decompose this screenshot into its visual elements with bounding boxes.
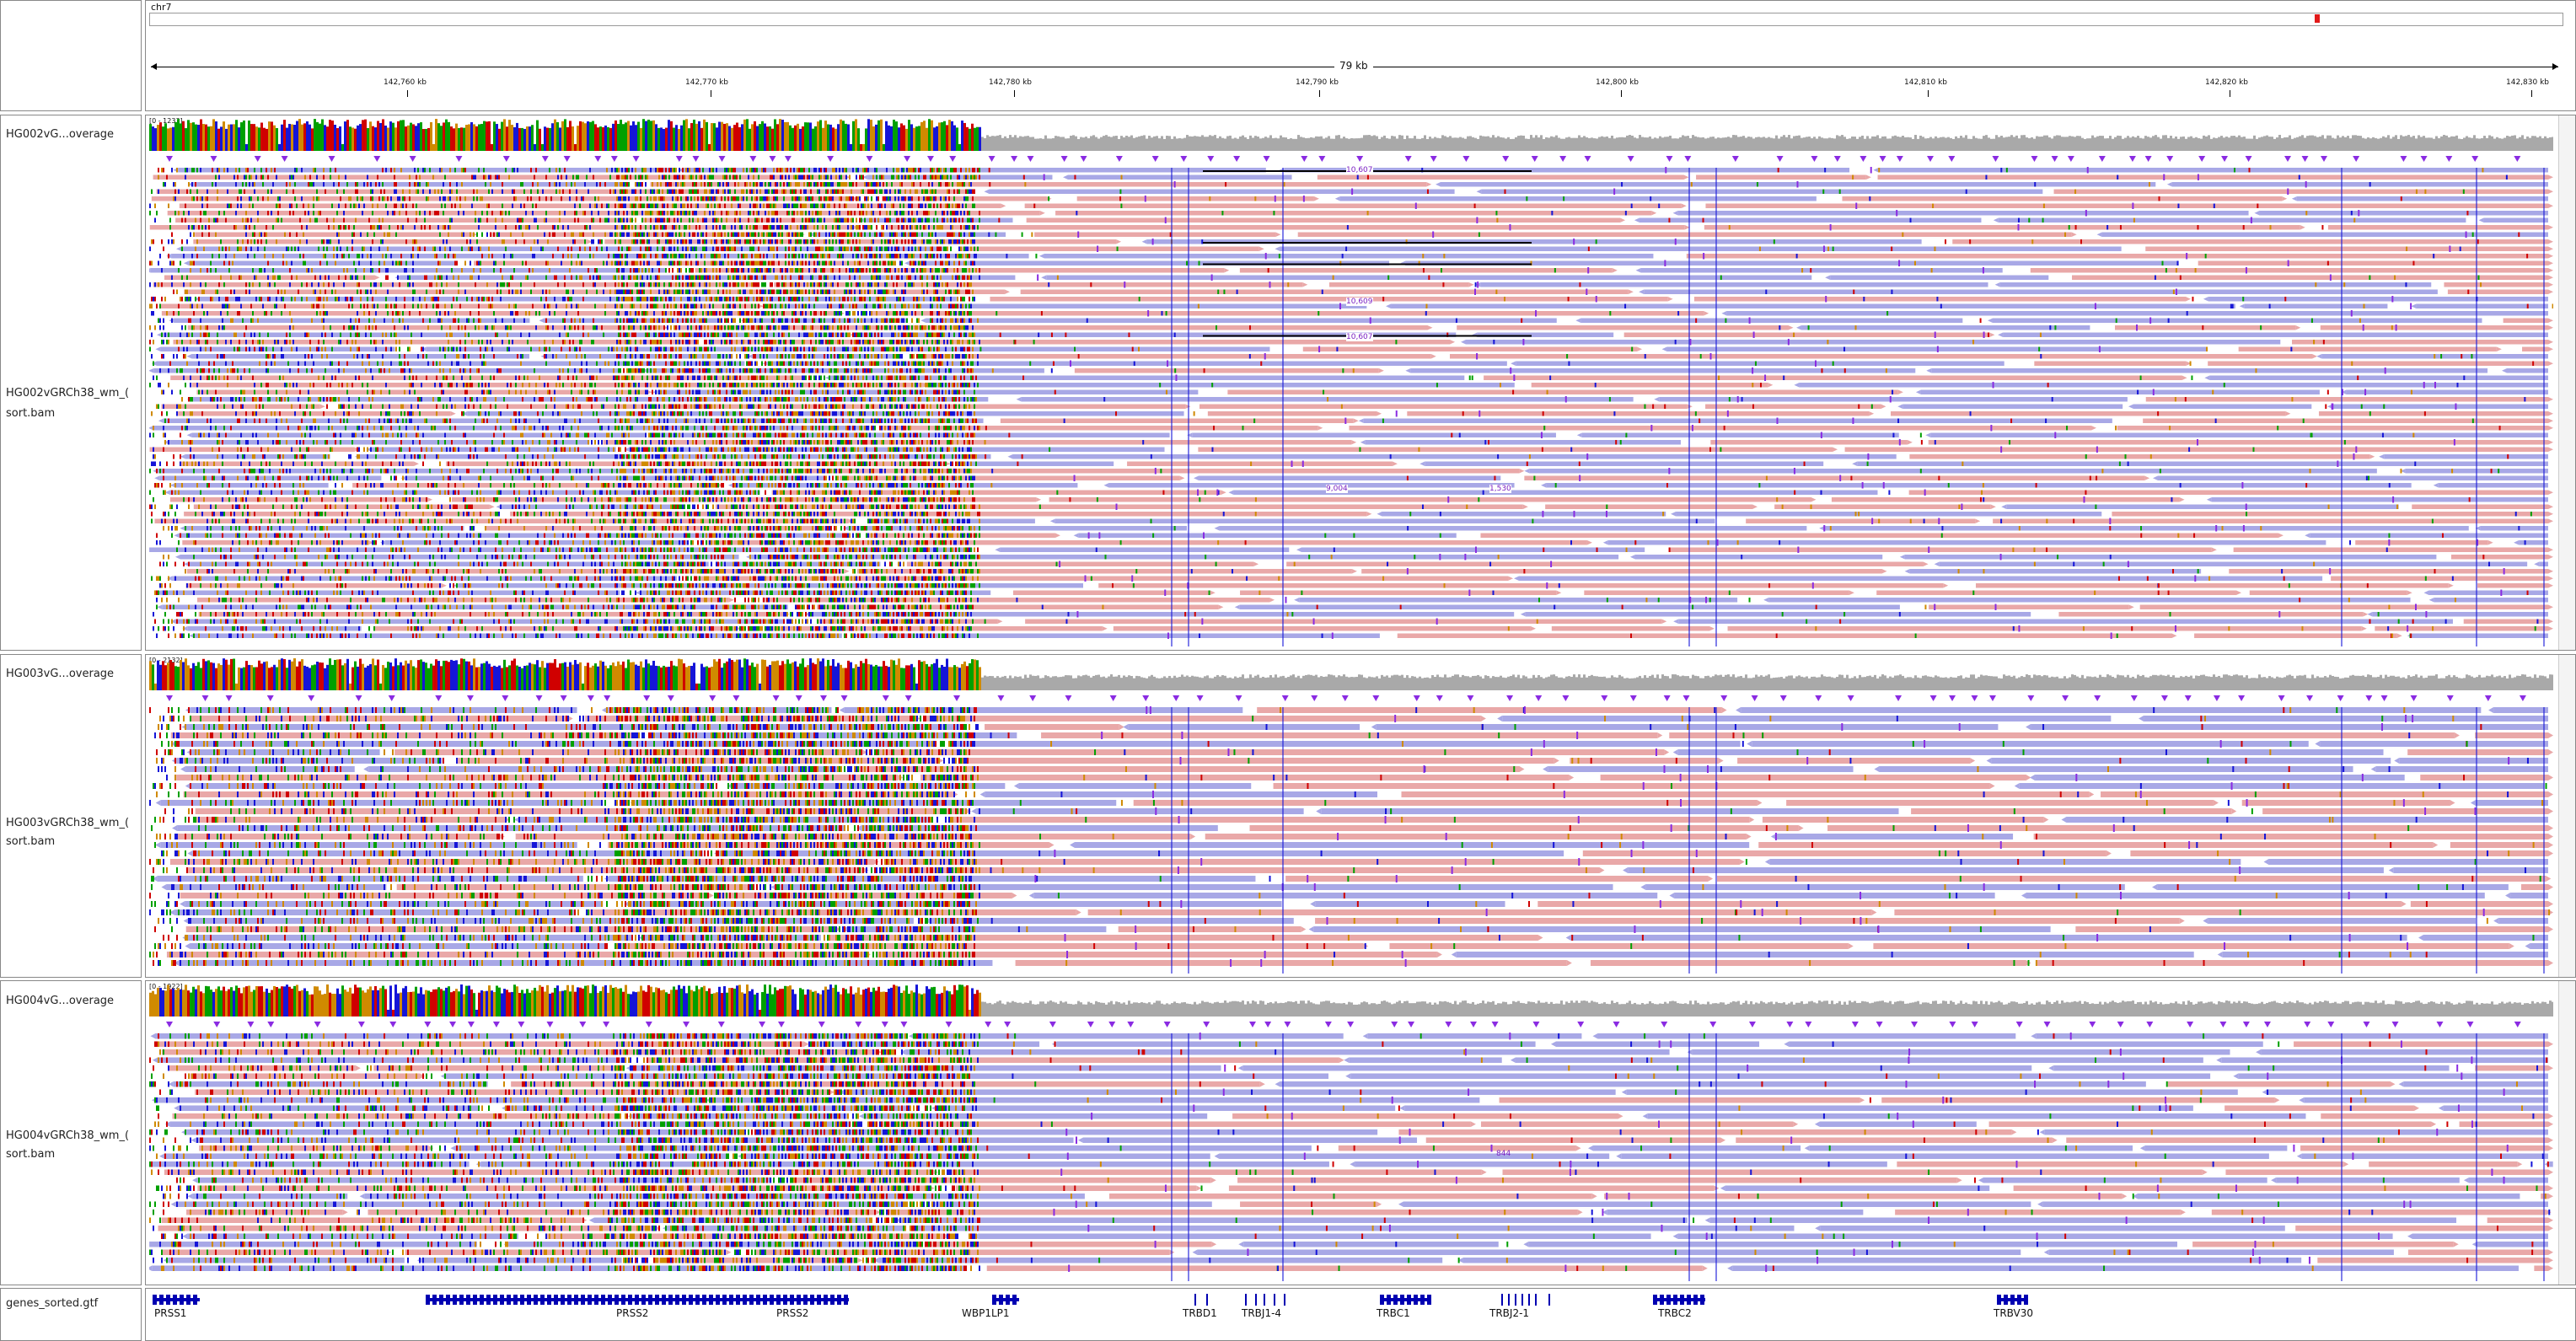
insertion-markers	[166, 156, 2521, 162]
coverage-track-name[interactable]: HG003vG...overage	[6, 668, 114, 680]
coverage-track	[149, 984, 2553, 1016]
gene-label[interactable]: WBP1LP1	[962, 1307, 1010, 1319]
track-name-panel-hg003: HG003vG...overage HG003vGRCh38_wm_( sort…	[0, 654, 142, 978]
gene-label[interactable]: TRBJ1-4	[1242, 1307, 1281, 1319]
tick-label: 142,780 kb	[989, 78, 1032, 87]
tick-label: 142,820 kb	[2205, 78, 2248, 87]
gene-features[interactable]	[149, 1289, 2553, 1314]
tick-label: 142,830 kb	[2506, 78, 2549, 87]
tick-label: 142,810 kb	[1904, 78, 1947, 87]
current-region-marker	[2315, 14, 2320, 23]
scrollbar[interactable]	[2558, 655, 2575, 977]
gene-label[interactable]: TRBC1	[1377, 1307, 1410, 1319]
track-name-panel-hg002: HG002vG...overage HG002vGRCh38_wm_( sort…	[0, 115, 142, 651]
insertion-label: 844	[1496, 1150, 1511, 1158]
tick-label: 142,760 kb	[384, 78, 427, 87]
coverage-range: [0 - 1233]	[149, 117, 183, 125]
alignment-reads	[149, 167, 2553, 646]
data-panel-hg002: [0 - 1233] 10,607 10,609 10,607 9,004 1,…	[145, 115, 2576, 651]
name-panel-header	[0, 0, 142, 111]
gene-label[interactable]: PRSS2	[616, 1307, 648, 1319]
tick-mark	[1014, 90, 1015, 97]
track-name-panel-genes: genes_sorted.gtf	[0, 1288, 142, 1341]
coverage-range: [0 - 2132]	[149, 657, 183, 664]
ruler-panel: chr7 79 kb 142,760 kb 142,770 kb 142,780…	[145, 0, 2576, 111]
insertion-markers	[166, 695, 2526, 701]
data-panel-hg003: [0 - 2132]	[145, 654, 2576, 978]
alignment-canvas[interactable]	[149, 115, 2553, 651]
alignment-track-name-cont: sort.bam	[6, 835, 55, 848]
gene-label[interactable]: TRBV30	[1994, 1307, 2033, 1319]
alignment-track-name-cont: sort.bam	[6, 407, 55, 420]
alignment-canvas[interactable]	[149, 981, 2553, 1285]
tick-label: 142,800 kb	[1596, 78, 1639, 87]
tick-mark	[1319, 90, 1320, 97]
tick-mark	[1621, 90, 1622, 97]
alignment-track-name[interactable]: HG004vGRCh38_wm_(	[6, 1129, 129, 1142]
span-label: 79 kb	[1334, 60, 1373, 72]
ruler-ticks: 142,760 kb 142,770 kb 142,780 kb 142,790…	[146, 75, 2576, 109]
gene-track-panel: PRSS1 PRSS2 PRSS2 WBP1LP1 TRBD1 TRBJ1-4 …	[145, 1288, 2576, 1341]
feature-track-name[interactable]: genes_sorted.gtf	[6, 1297, 98, 1310]
span-arrow-left	[151, 63, 157, 70]
scrollbar[interactable]	[2558, 115, 2575, 650]
gene-label[interactable]: TRBC2	[1658, 1307, 1692, 1319]
span-arrow-right	[2552, 63, 2558, 70]
gene-label[interactable]: TRBD1	[1183, 1307, 1217, 1319]
gene-label[interactable]: PRSS1	[154, 1307, 186, 1319]
tick-label: 142,770 kb	[685, 78, 728, 87]
coverage-track-name[interactable]: HG002vG...overage	[6, 128, 114, 141]
data-panel-hg004: [0 - 1922] 844	[145, 980, 2576, 1285]
alignment-track-name-cont: sort.bam	[6, 1148, 55, 1161]
chromosome-label: chr7	[151, 2, 172, 13]
insertion-label: 10,607	[1346, 166, 1373, 174]
alignment-reads	[149, 706, 2553, 974]
insertion-label: 1,530	[1489, 485, 1511, 493]
track-name-panel-hg004: HG004vG...overage HG004vGRCh38_wm_( sort…	[0, 980, 142, 1285]
insertion-label: 9,004	[1326, 485, 1348, 493]
insertion-label: 10,609	[1346, 298, 1373, 306]
tick-mark	[2531, 90, 2532, 97]
coverage-track	[149, 658, 2553, 690]
alignment-canvas[interactable]	[149, 655, 2553, 978]
coverage-range: [0 - 1922]	[149, 983, 183, 990]
scrollbar[interactable]	[2558, 981, 2575, 1285]
alignment-track-name[interactable]: HG002vGRCh38_wm_(	[6, 387, 129, 400]
tick-label: 142,790 kb	[1296, 78, 1339, 87]
tick-mark	[1928, 90, 1929, 97]
tick-mark	[407, 90, 408, 97]
alignment-track-name[interactable]: HG003vGRCh38_wm_(	[6, 817, 129, 829]
gene-glyphs	[153, 1294, 2028, 1306]
coverage-track	[149, 119, 2553, 151]
alignment-reads	[149, 1033, 2553, 1281]
insertion-markers	[166, 1022, 2521, 1027]
gene-label[interactable]: PRSS2	[776, 1307, 808, 1319]
chromosome-ideogram[interactable]	[149, 13, 2563, 26]
coverage-track-name[interactable]: HG004vG...overage	[6, 995, 114, 1007]
insertion-label: 10,607	[1346, 333, 1373, 341]
gene-label[interactable]: TRBJ2-1	[1489, 1307, 1529, 1319]
